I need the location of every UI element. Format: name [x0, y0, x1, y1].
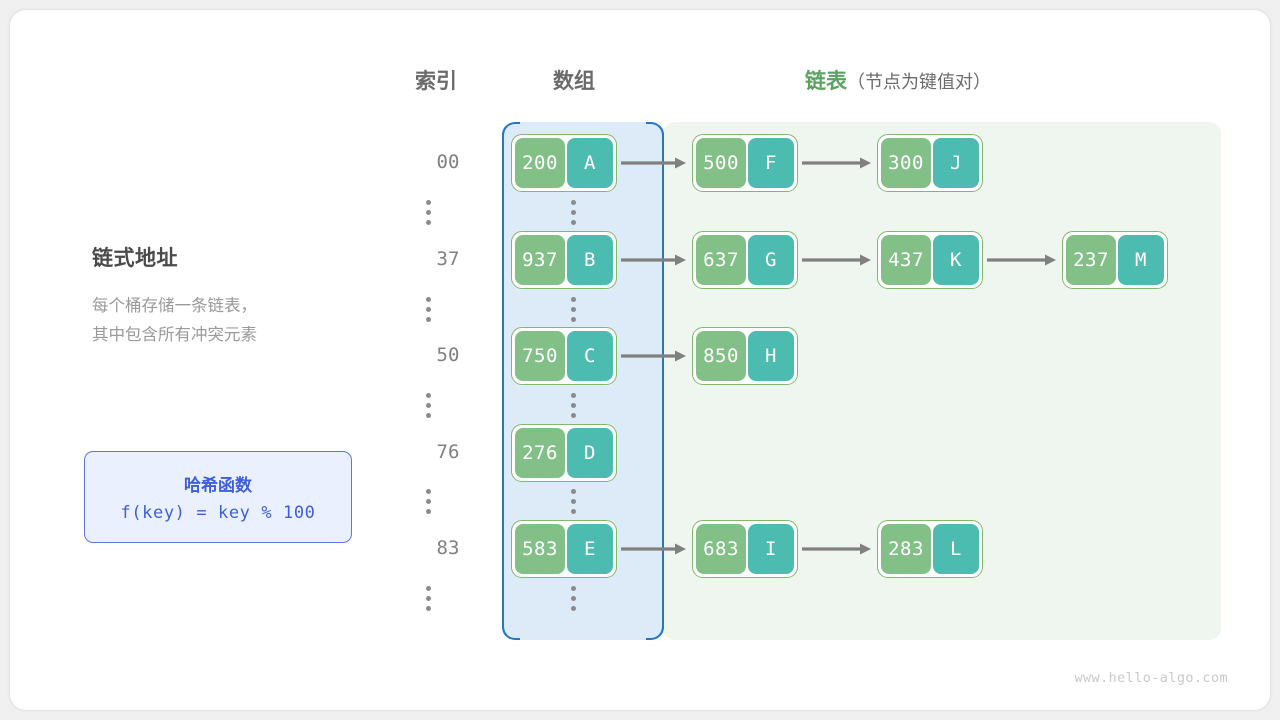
bucket-index-label: 00	[436, 151, 460, 173]
hash-function-formula: f(key) = key % 100	[120, 503, 316, 523]
next-pointer-arrow	[802, 254, 871, 266]
bucket-index-label: 50	[436, 344, 460, 366]
next-pointer-arrow	[802, 543, 871, 555]
column-header-linked-list: 链表（节点为键值对）	[805, 65, 991, 95]
node-key: 500	[696, 138, 746, 188]
node-key: 276	[515, 428, 565, 478]
node-key: 637	[696, 235, 746, 285]
node-value: M	[1118, 235, 1164, 285]
node-value: H	[748, 331, 794, 381]
node-key: 300	[881, 138, 931, 188]
node-key: 750	[515, 331, 565, 381]
node-key: 283	[881, 524, 931, 574]
description-body: 每个桶存储一条链表， 其中包含所有冲突元素	[92, 297, 257, 344]
index-ellipsis	[418, 200, 438, 225]
column-header-linked-list-note: （节点为键值对）	[847, 72, 991, 92]
node-value: C	[567, 331, 613, 381]
next-pointer-arrow	[802, 157, 871, 169]
index-ellipsis	[418, 489, 438, 514]
node-value: I	[748, 524, 794, 574]
node-key: 437	[881, 235, 931, 285]
node-value: J	[933, 138, 979, 188]
node-key: 237	[1066, 235, 1116, 285]
node-value: E	[567, 524, 613, 574]
bucket-index-label: 83	[436, 537, 460, 559]
hash-function-box: 哈希函数 f(key) = key % 100	[84, 451, 352, 543]
next-pointer-arrow	[621, 543, 686, 555]
index-ellipsis	[418, 586, 438, 611]
array-ellipsis	[563, 393, 583, 418]
next-pointer-arrow	[987, 254, 1056, 266]
description-title: 链式地址	[92, 247, 178, 270]
column-header-index: 索引	[415, 70, 457, 93]
array-ellipsis	[563, 586, 583, 611]
index-ellipsis	[418, 393, 438, 418]
next-pointer-arrow	[621, 254, 686, 266]
diagram-card: 索引 数组 链表（节点为键值对） 链式地址 每个桶存储一条链表， 其中包含所有冲…	[10, 10, 1270, 710]
node-key: 583	[515, 524, 565, 574]
next-pointer-arrow	[621, 350, 686, 362]
column-header-array: 数组	[553, 70, 595, 93]
node-key: 683	[696, 524, 746, 574]
node-value: K	[933, 235, 979, 285]
watermark-url: www.hello-algo.com	[1074, 670, 1228, 686]
node-key: 937	[515, 235, 565, 285]
hash-function-title: 哈希函数	[184, 476, 252, 495]
node-key: 200	[515, 138, 565, 188]
bucket-index-label: 76	[436, 441, 460, 463]
bucket-index-label: 37	[436, 248, 460, 270]
array-ellipsis	[563, 200, 583, 225]
node-value: L	[933, 524, 979, 574]
node-value: B	[567, 235, 613, 285]
node-value: F	[748, 138, 794, 188]
next-pointer-arrow	[621, 157, 686, 169]
node-key: 850	[696, 331, 746, 381]
node-value: D	[567, 428, 613, 478]
node-value: A	[567, 138, 613, 188]
array-ellipsis	[563, 297, 583, 322]
array-ellipsis	[563, 489, 583, 514]
column-header-linked-list-strong: 链表	[805, 70, 847, 93]
node-value: G	[748, 235, 794, 285]
index-ellipsis	[418, 297, 438, 322]
